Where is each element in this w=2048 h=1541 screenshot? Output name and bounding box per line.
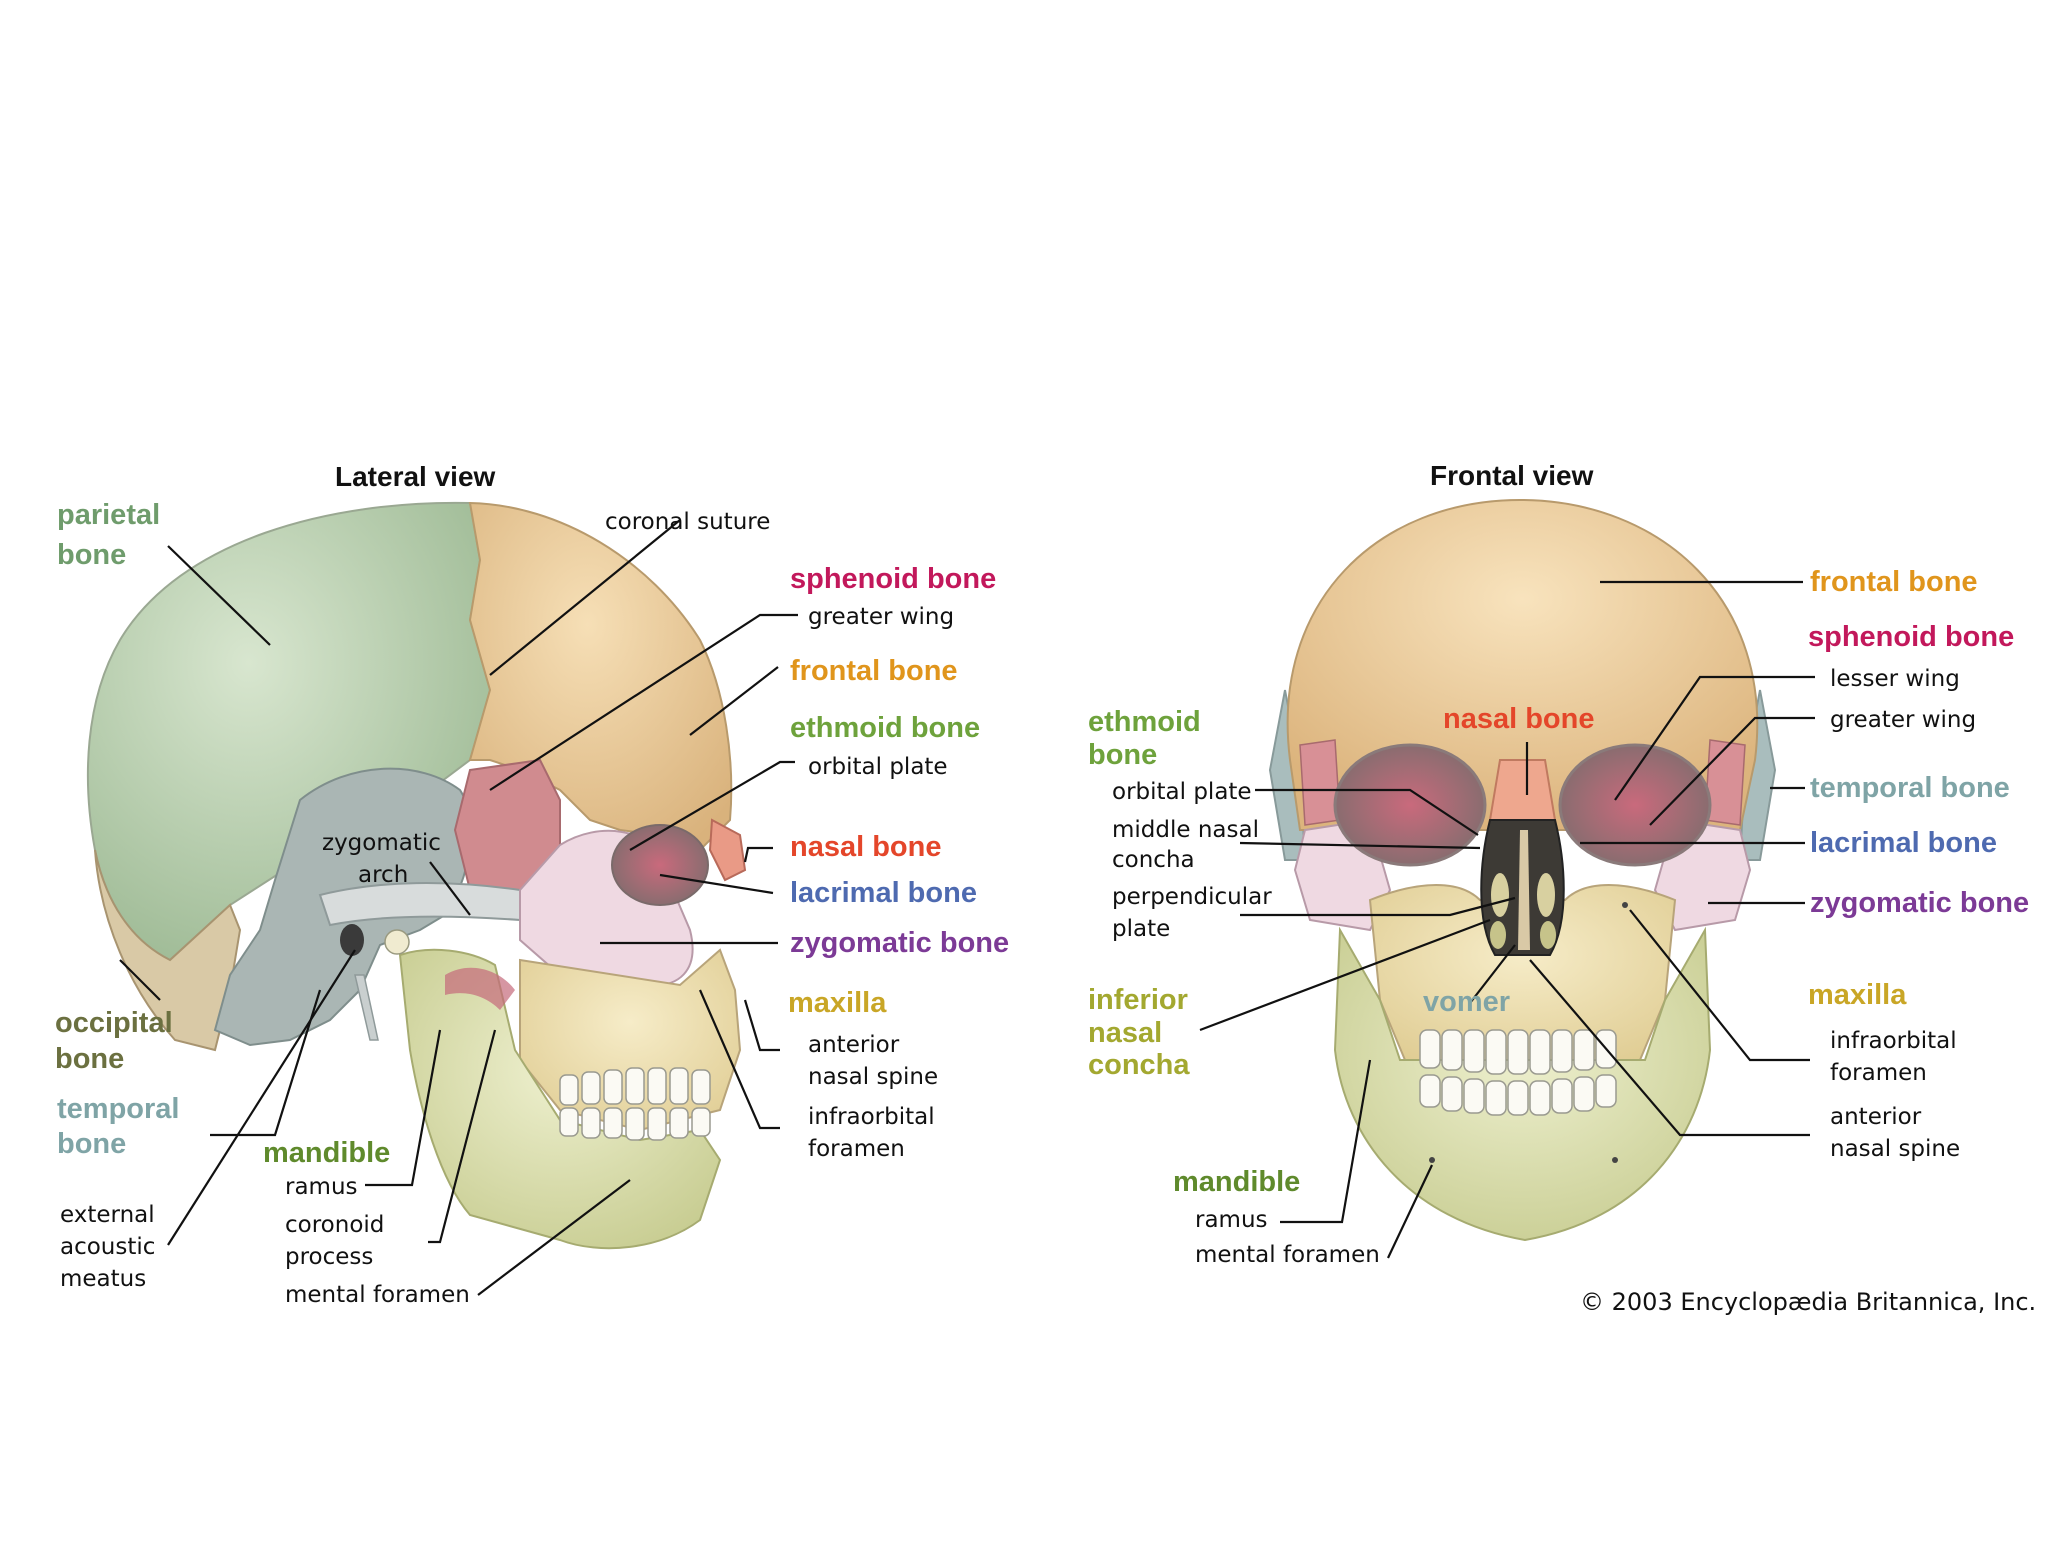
label-lateral-mental-foramen: mental foramen [285, 1282, 470, 1308]
label-coronal-suture: coronal suture [605, 509, 770, 535]
label-frontal-ramus: ramus [1195, 1207, 1268, 1233]
label-frontal-mandible: mandible [1173, 1166, 1300, 1198]
lateral-mandible [398, 948, 722, 1250]
label-parietal-2: bone [57, 539, 126, 571]
label-zygomatic-arch-2: arch [358, 862, 408, 888]
label-lateral-frontal: frontal bone [790, 655, 958, 687]
frontal-maxilla [1368, 884, 1677, 1061]
label-inferior-concha-1: inferior [1088, 984, 1188, 1016]
label-coronoid-2: process [285, 1244, 373, 1270]
label-frontal-infraorbital-1: infraorbital [1830, 1028, 1957, 1054]
frontal-orbit-left [1333, 743, 1487, 867]
label-lateral-infraorbital-1: infraorbital [808, 1104, 935, 1130]
label-external-1: external [60, 1202, 155, 1228]
label-lateral-ethmoid: ethmoid bone [790, 712, 980, 744]
frontal-orbit-right [1558, 743, 1712, 867]
frontal-skull-illustration [1268, 498, 1777, 1242]
label-frontal-mental-foramen: mental foramen [1195, 1242, 1380, 1268]
label-vomer: vomer [1423, 986, 1510, 1018]
label-lateral-anterior-1: anterior [808, 1032, 900, 1058]
label-frontal-temporal: temporal bone [1810, 772, 2010, 804]
frontal-nasal-bone [1488, 759, 1557, 821]
label-middle-concha-2: concha [1112, 847, 1195, 873]
label-lateral-maxilla: maxilla [788, 987, 887, 1019]
label-lateral-mandible: mandible [263, 1137, 390, 1169]
label-lateral-anterior-2: nasal spine [808, 1064, 938, 1090]
lateral-leader-lines [119, 519, 798, 1296]
label-lateral-temporal-1: temporal [57, 1093, 179, 1125]
label-perp-plate-1: perpendicular [1112, 884, 1272, 910]
label-frontal-infraorbital-2: foramen [1830, 1060, 1927, 1086]
frontal-leader-lines [1199, 580, 1815, 1259]
label-external-3: meatus [60, 1266, 146, 1292]
lateral-orbit [611, 824, 709, 906]
lateral-occipital-bone [94, 849, 242, 1052]
label-frontal-maxilla: maxilla [1808, 979, 1907, 1011]
label-frontal-sphenoid: sphenoid bone [1808, 621, 2014, 653]
label-lateral-lacrimal: lacrimal bone [790, 877, 977, 909]
label-inferior-concha-3: concha [1088, 1049, 1190, 1081]
label-perp-plate-2: plate [1112, 916, 1170, 942]
lateral-view-title: Lateral view [335, 461, 496, 492]
label-lateral-infraorbital-2: foramen [808, 1136, 905, 1162]
label-occipital-1: occipital [55, 1007, 173, 1039]
lateral-teeth [559, 1067, 711, 1141]
label-lateral-greater-wing: greater wing [808, 604, 954, 630]
lateral-nasal-bone [708, 818, 747, 882]
label-lateral-zygomatic: zygomatic bone [790, 927, 1009, 959]
label-frontal-orbital-plate: orbital plate [1112, 779, 1252, 805]
lateral-labels: Lateral view parietal bone coronal sutur… [55, 461, 1009, 1308]
frontal-labels: Frontal view frontal bone sphenoid bone … [1088, 460, 2029, 1268]
label-middle-concha-1: middle nasal [1112, 817, 1259, 843]
label-frontal-greater-wing: greater wing [1830, 707, 1976, 733]
label-lateral-sphenoid: sphenoid bone [790, 563, 996, 595]
label-external-2: acoustic [60, 1234, 155, 1260]
copyright-notice: © 2003 Encyclopædia Britannica, Inc. [1580, 1288, 2036, 1316]
label-frontal-ethmoid-2: bone [1088, 739, 1157, 771]
label-frontal-ethmoid-1: ethmoid [1088, 706, 1201, 738]
label-zygomatic-arch-1: zygomatic [322, 830, 441, 856]
label-frontal-zygomatic: zygomatic bone [1810, 887, 2029, 919]
label-lateral-ramus: ramus [285, 1174, 358, 1200]
label-frontal-lacrimal: lacrimal bone [1810, 827, 1997, 859]
frontal-view-title: Frontal view [1430, 460, 1594, 491]
label-frontal-lesser-wing: lesser wing [1830, 666, 1960, 692]
label-frontal-anterior-1: anterior [1830, 1104, 1922, 1130]
label-coronoid-1: coronoid [285, 1212, 384, 1238]
label-frontal-nasal: nasal bone [1443, 703, 1595, 735]
label-lateral-temporal-2: bone [57, 1128, 126, 1160]
label-lateral-orbital-plate: orbital plate [808, 754, 948, 780]
label-parietal-1: parietal [57, 499, 160, 531]
label-lateral-nasal: nasal bone [790, 831, 942, 863]
lateral-skull-illustration [86, 501, 747, 1250]
lateral-ear-canal [340, 924, 364, 956]
label-frontal-anterior-2: nasal spine [1830, 1136, 1960, 1162]
label-inferior-concha-2: nasal [1088, 1017, 1162, 1049]
label-occipital-2: bone [55, 1043, 124, 1075]
label-frontal-frontal: frontal bone [1810, 566, 1978, 598]
frontal-teeth [1419, 1029, 1617, 1116]
